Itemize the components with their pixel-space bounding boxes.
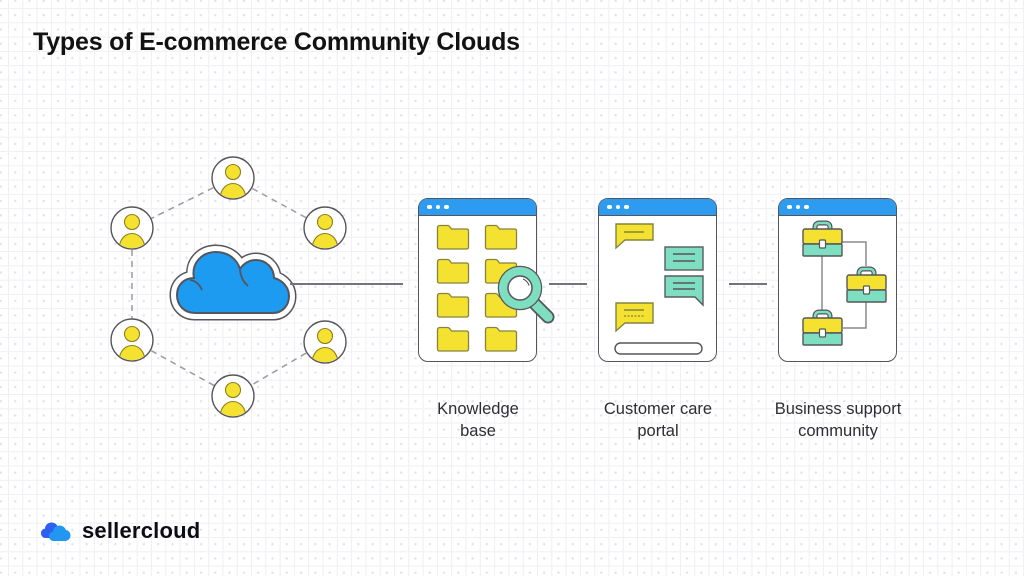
briefcase-links bbox=[821, 241, 867, 329]
user-avatar-icon bbox=[212, 375, 254, 418]
page-title: Types of E-commerce Community Clouds bbox=[33, 28, 520, 56]
window-dot-icon bbox=[615, 204, 620, 210]
card-label-customer-care-portal: Customer care portal bbox=[603, 400, 713, 440]
community-network-graphic bbox=[90, 140, 380, 430]
briefcase-icon bbox=[803, 312, 842, 345]
cloud-icon bbox=[169, 244, 297, 321]
card-label-business-support-community: Business support community bbox=[774, 400, 902, 440]
search-icon bbox=[497, 265, 555, 324]
card-label-knowledge-base: Knowledge base bbox=[437, 400, 519, 440]
window-dot-icon bbox=[804, 204, 809, 210]
briefcase-icon bbox=[803, 223, 842, 256]
folders-and-search-icon bbox=[436, 224, 555, 352]
window-dot-icon bbox=[427, 204, 432, 210]
browser-window-header bbox=[599, 199, 716, 216]
sellercloud-cloud-icon bbox=[41, 522, 71, 541]
sellercloud-logo: sellercloud bbox=[40, 518, 200, 544]
chat-bubble-yellow bbox=[615, 302, 654, 333]
chat-bubbles-icon bbox=[614, 223, 704, 355]
user-avatar-icon bbox=[212, 157, 254, 200]
sellercloud-logo-text: sellercloud bbox=[82, 518, 201, 543]
user-avatar-icon bbox=[304, 207, 346, 250]
chat-bubble-teal bbox=[664, 246, 704, 271]
window-dot-icon bbox=[624, 204, 629, 210]
card-knowledge-base bbox=[418, 198, 555, 362]
user-avatar-icon bbox=[111, 319, 153, 362]
window-dot-icon bbox=[435, 204, 440, 210]
message-input-bar bbox=[614, 342, 703, 355]
browser-window-header bbox=[779, 199, 896, 216]
window-dot-icon bbox=[795, 204, 800, 210]
user-avatar-icon bbox=[304, 321, 346, 364]
card-business-support-community bbox=[778, 198, 897, 362]
chat-bubble-teal bbox=[664, 275, 704, 307]
user-avatar-icon bbox=[111, 207, 153, 250]
connector-line bbox=[729, 283, 767, 285]
window-dot-icon bbox=[787, 204, 792, 210]
window-dot-icon bbox=[607, 204, 612, 210]
browser-window-header bbox=[419, 199, 536, 216]
card-customer-care-portal bbox=[598, 198, 717, 362]
briefcase-network-icon bbox=[779, 216, 898, 359]
connector-line bbox=[290, 283, 403, 285]
connector-line bbox=[549, 283, 587, 285]
window-dot-icon bbox=[444, 204, 449, 210]
chat-bubble-yellow bbox=[615, 223, 654, 250]
briefcase-icon bbox=[847, 269, 886, 302]
